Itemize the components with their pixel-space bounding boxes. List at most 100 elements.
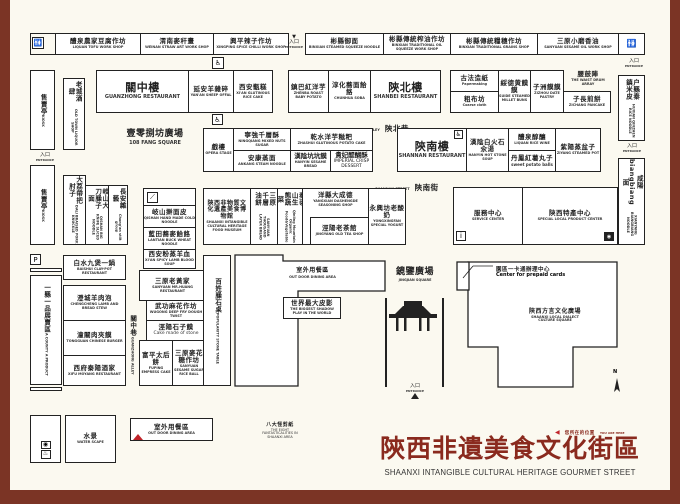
label-cn: 子洲饃饃 — [533, 82, 561, 91]
title-en: SHAANXI INTANGIBLE CULTURAL HERITAGE GOU… — [384, 467, 636, 477]
entrance-cn: 入口 — [626, 143, 637, 149]
info-icon: i — [456, 231, 466, 241]
accessible-icon: ♿ — [212, 57, 224, 69]
label-cn: 百姓臊石桌 — [213, 277, 222, 313]
label-cn: 三原麥花糖作坊 — [175, 348, 203, 364]
label-cn: 丹鳳紅薯丸子 — [511, 153, 553, 162]
label-cn: 陝北樓 — [388, 81, 423, 95]
label-en: WEINAN STRAW ART WORK SHOP — [145, 45, 209, 50]
label-cn: 秦嶺山生態蔬菜 — [277, 192, 303, 207]
label-en: SANYUAN MR.HUANG RESTAURANT — [152, 284, 193, 293]
label-en: 108 FANG SQUARE — [129, 139, 181, 146]
label-en: THE WAIST DRUM ARRAY — [571, 78, 605, 86]
label-cn: 子長煎餅 — [573, 95, 601, 104]
label-cn: 戲樓 — [211, 143, 226, 152]
gate-icon — [389, 301, 437, 331]
label-cn: 關中巷 — [128, 315, 137, 337]
label-en: KIOSK — [40, 209, 45, 222]
label-en: SANYUAN THOUSAND LAYER BREAD — [258, 213, 271, 240]
label-en: BINXIAN TRADITIONAL OIL SQUEEZE WORK SHO… — [391, 43, 443, 52]
label-cn: 貴妃醍醐酥 — [335, 151, 368, 160]
label-cn: 售賣亭 — [39, 188, 48, 210]
label-en: TONGGUAN CHINESE BURGER — [66, 339, 123, 344]
camera-icon: ◉ — [604, 232, 614, 241]
label-cn: 渭南麥秆畫 — [159, 37, 195, 46]
label-en: SERVICE CENTER — [471, 217, 505, 222]
label-en: Cake made of stone — [153, 331, 199, 337]
label-cn: 關中樓 — [125, 81, 160, 95]
label-en: XINGPING SPICE CHILLI WORK SHOP — [216, 45, 286, 50]
label-cn: 水景 — [83, 432, 98, 441]
entrance-en: ENTRANCE — [406, 389, 424, 393]
label-en: ZICHANG PANCAKE — [568, 103, 606, 108]
label-en: WATER SCAPE — [77, 440, 104, 445]
label-cn: 陝西非物質文化遺產美食博物館 — [207, 199, 247, 220]
label-en: HUXIAN QINZHEN RICE NOODLE — [628, 104, 636, 138]
you-are-here-marker — [133, 434, 143, 440]
label-cn: 古法造紙 — [460, 74, 489, 83]
label-en: IMPERIAL CRISP DESSERT — [333, 159, 370, 169]
label-en: ANKANG STEAM NOODLE — [238, 162, 286, 167]
north-label: N — [613, 369, 618, 375]
label-cn: 腰鼓陣 — [577, 70, 599, 78]
label-en: YOU ARE HERE — [599, 431, 625, 435]
label-cn: 西府秦陽酒家 — [73, 363, 116, 372]
label-cn: 彬縣傳統榨油作坊 — [389, 35, 445, 44]
entrance-arrow-icon — [411, 393, 419, 399]
label-cn: 粗布坊 — [464, 95, 485, 104]
accessible-icon: ♿ — [454, 130, 463, 139]
